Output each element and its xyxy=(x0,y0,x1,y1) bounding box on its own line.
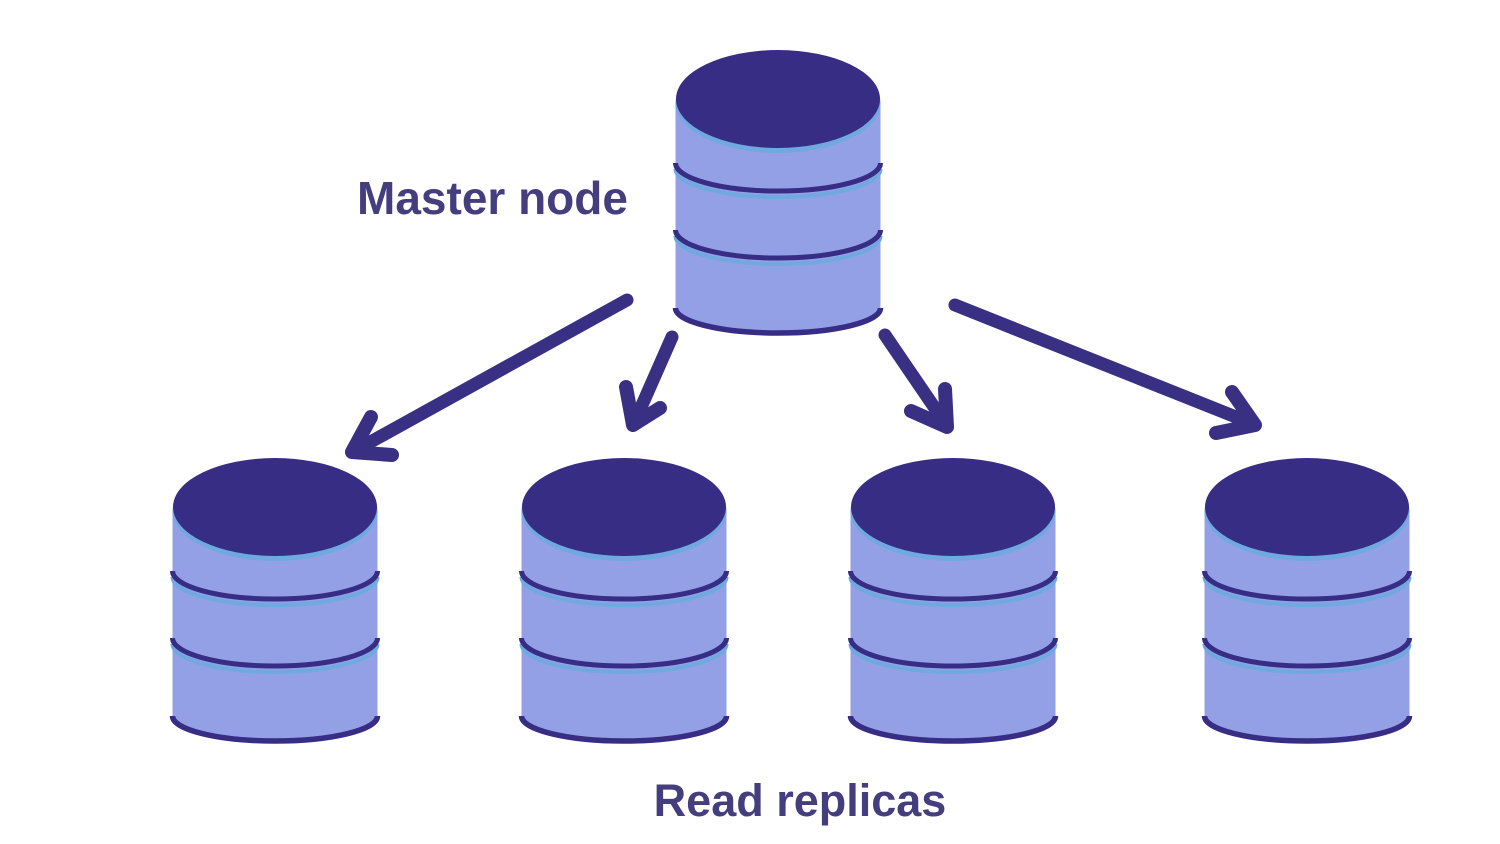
read-replica-cylinder-4 xyxy=(1205,458,1410,743)
read-replica-cylinder-3 xyxy=(851,458,1056,743)
replication-arrow-1 xyxy=(345,293,634,462)
master-node-label: Master node xyxy=(357,172,628,224)
arrow-head-icon xyxy=(1209,385,1262,440)
arrow-shaft xyxy=(628,330,679,428)
arrow-head-icon xyxy=(904,382,954,434)
replication-arrow-4 xyxy=(948,298,1262,440)
read-replica-cylinder-2 xyxy=(522,458,727,743)
arrow-shaft xyxy=(878,328,952,430)
replication-arrow-2 xyxy=(619,330,679,432)
replication-arrow-3 xyxy=(878,328,954,434)
read-replica-cylinder-1 xyxy=(173,458,378,743)
arrow-shaft xyxy=(948,298,1258,430)
arrow-head-icon xyxy=(345,410,399,462)
arrow-head-icon xyxy=(619,380,667,432)
master-node-cylinder xyxy=(676,50,881,335)
read-replicas-label: Read replicas xyxy=(653,775,947,826)
arrow-shaft xyxy=(349,293,634,457)
